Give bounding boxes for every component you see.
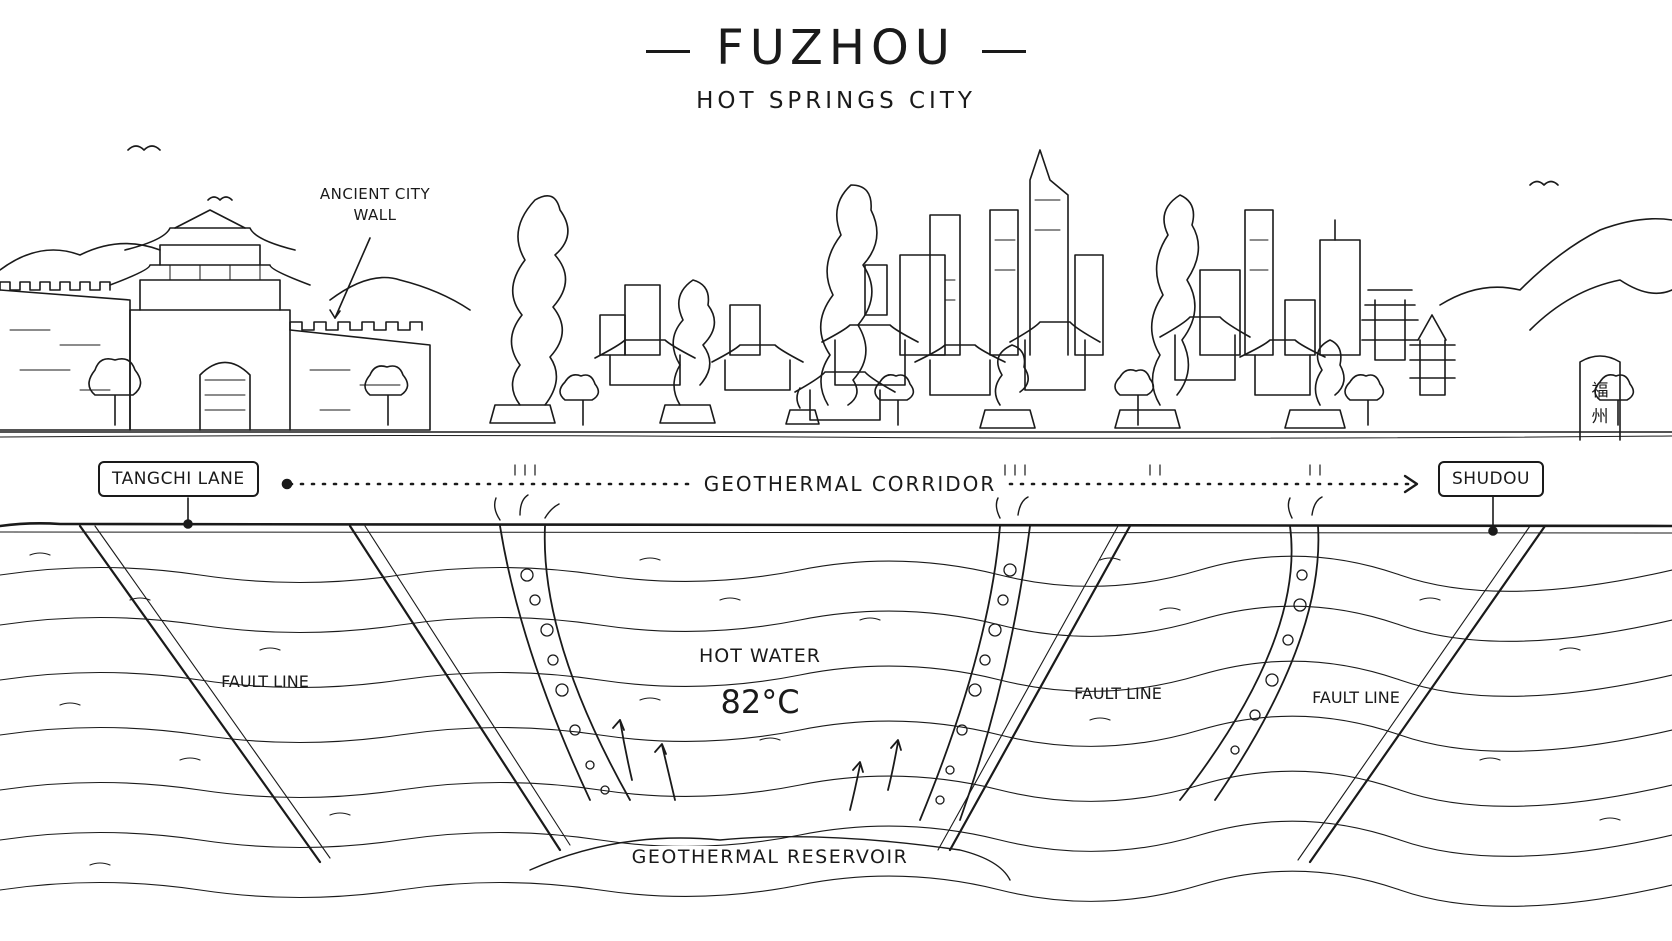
ancient-wall-label-line1: ANCIENT CITY [319, 185, 431, 203]
stele-char-fu: 福 [1591, 381, 1609, 401]
bird-icon [1529, 180, 1559, 186]
mountains-mid-left [329, 276, 471, 311]
ancient-wall-label-line2: WALL [353, 206, 397, 224]
page-subtitle: HOT SPRINGS CITY [696, 88, 976, 114]
rising-heat-arrows [612, 719, 902, 811]
hot-water-conduits [499, 525, 1320, 821]
city-skyline [599, 149, 1361, 356]
traditional-houses [594, 289, 1456, 421]
ancient-wall-label: ANCIENT CITY WALL [305, 184, 445, 226]
hot-spring-vents [489, 184, 1346, 476]
fuzhou-stele [1579, 355, 1621, 441]
bird-icon [207, 196, 233, 201]
geothermal-corridor-label: GEOTHERMAL CORRIDOR [700, 472, 1000, 496]
mountains-right [1439, 217, 1672, 306]
tangchi-lane-tag: TANGCHI LANE [98, 461, 259, 497]
rock-strata [0, 552, 1672, 907]
mountains-left [0, 242, 161, 271]
fault-line-label-left: FAULT LINE [221, 672, 309, 691]
temperature-label: 82°C [720, 683, 800, 721]
ancient-city-wall [0, 209, 431, 431]
trees [88, 357, 1635, 426]
geothermal-reservoir-label: GEOTHERMAL RESERVOIR [620, 846, 920, 868]
bubbles [520, 563, 1308, 805]
stele-text: 福 州 [1586, 378, 1614, 430]
fault-lines [78, 524, 1547, 864]
wall-callout-line [334, 237, 371, 319]
geothermal-reservoir [529, 835, 1011, 881]
bird-icon [127, 145, 161, 151]
fault-line-label-middle: FAULT LINE [1074, 684, 1162, 703]
stele-char-zhou: 州 [1591, 407, 1609, 427]
page-title: FUZHOU [0, 20, 1672, 76]
fault-line-label-right: FAULT LINE [1312, 688, 1400, 707]
page-title-text: FUZHOU [716, 20, 956, 76]
shudou-tag: SHUDOU [1438, 461, 1544, 497]
geological-surface [0, 522, 1672, 528]
hot-water-label: HOT WATER [699, 645, 821, 667]
